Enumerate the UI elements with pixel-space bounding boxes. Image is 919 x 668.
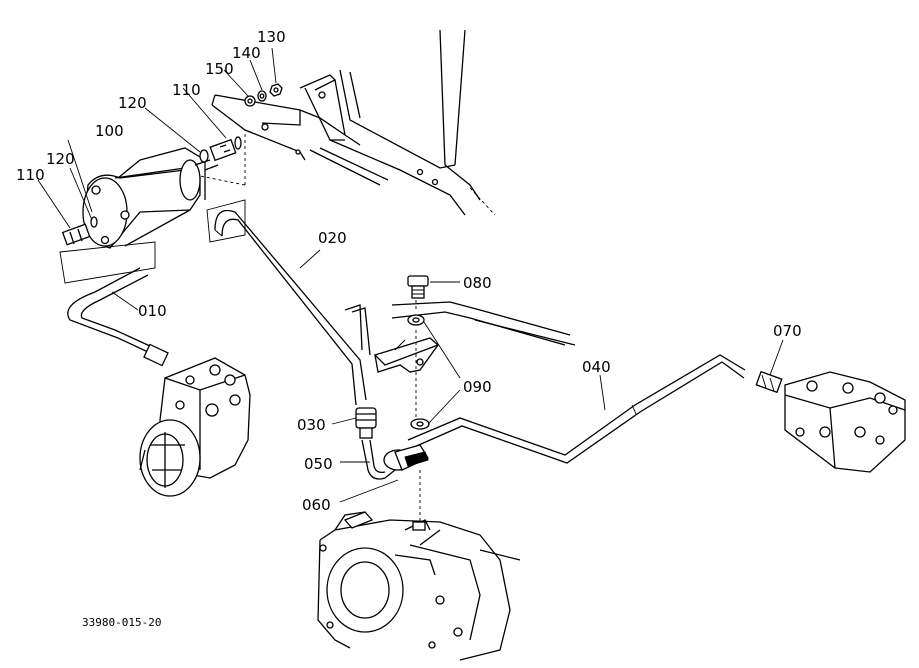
hose-010: [67, 267, 151, 353]
callout-030: 030: [297, 416, 326, 434]
reference-box: [59, 241, 156, 284]
callout-020: 020: [318, 229, 347, 247]
filter-cylinder: [82, 147, 219, 249]
fitting-right: [144, 87, 242, 163]
control-valve: [755, 339, 906, 473]
nut-washer-group: [223, 47, 283, 107]
frame-bracket: [194, 29, 496, 216]
union-030: [331, 407, 377, 439]
transmission-housing: [317, 511, 521, 661]
callout-060: 060: [302, 496, 331, 514]
callout-labels: 010 020 030 040 050 060 070 080 090 100 …: [16, 28, 802, 629]
bolt-washer-stack: [407, 275, 461, 430]
callout-110-right: 110: [172, 81, 201, 99]
callout-040: 040: [582, 358, 611, 376]
callout-130: 130: [257, 28, 286, 46]
callout-050: 050: [304, 455, 333, 473]
callout-110-left: 110: [16, 166, 45, 184]
pipe-040: [407, 354, 746, 464]
callout-120-right: 120: [118, 94, 147, 112]
callout-150: 150: [205, 60, 234, 78]
callout-010: 010: [138, 302, 167, 320]
callout-120-left: 120: [46, 150, 75, 168]
callout-070: 070: [773, 322, 802, 340]
drawing-code: 33980-015-20: [82, 616, 161, 629]
pipe-bracket: [344, 301, 576, 373]
fitting-left: [37, 139, 98, 246]
callout-140: 140: [232, 44, 261, 62]
clamp-assembly: [339, 439, 429, 525]
callout-100: 100: [95, 122, 124, 140]
hydraulic-pump: [139, 343, 251, 497]
reference-box-right: [206, 199, 246, 243]
pipe-020: [214, 209, 367, 406]
callout-090: 090: [463, 378, 492, 396]
callout-080: 080: [463, 274, 492, 292]
